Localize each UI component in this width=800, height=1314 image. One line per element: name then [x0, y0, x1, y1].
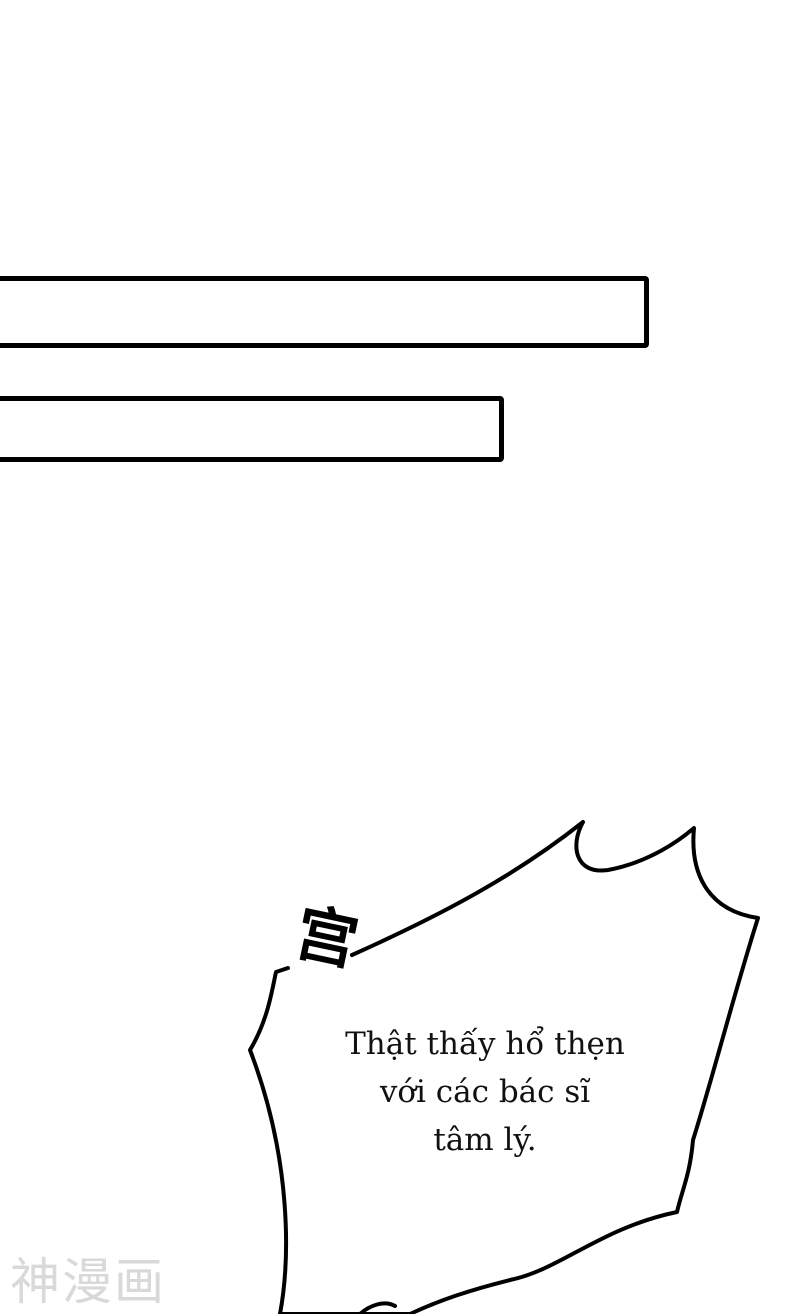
- speech-bubble-outline: [248, 820, 760, 1314]
- dialogue-line: với các bác sĩ: [379, 1074, 591, 1110]
- dialogue-line: tâm lý.: [433, 1122, 537, 1158]
- narration-box-top: [0, 276, 649, 348]
- watermark-text: 神漫画: [10, 1253, 166, 1311]
- sound-effect-text: 宫: [289, 895, 365, 979]
- bubble-tail-stroke: [358, 1301, 397, 1314]
- speech-bubble-text: Thật thấy hổ thẹn với các bác sĩ tâm lý.: [320, 1020, 650, 1164]
- dialogue-line: Thật thấy hổ thẹn: [345, 1026, 625, 1062]
- narration-box-bottom: [0, 396, 504, 462]
